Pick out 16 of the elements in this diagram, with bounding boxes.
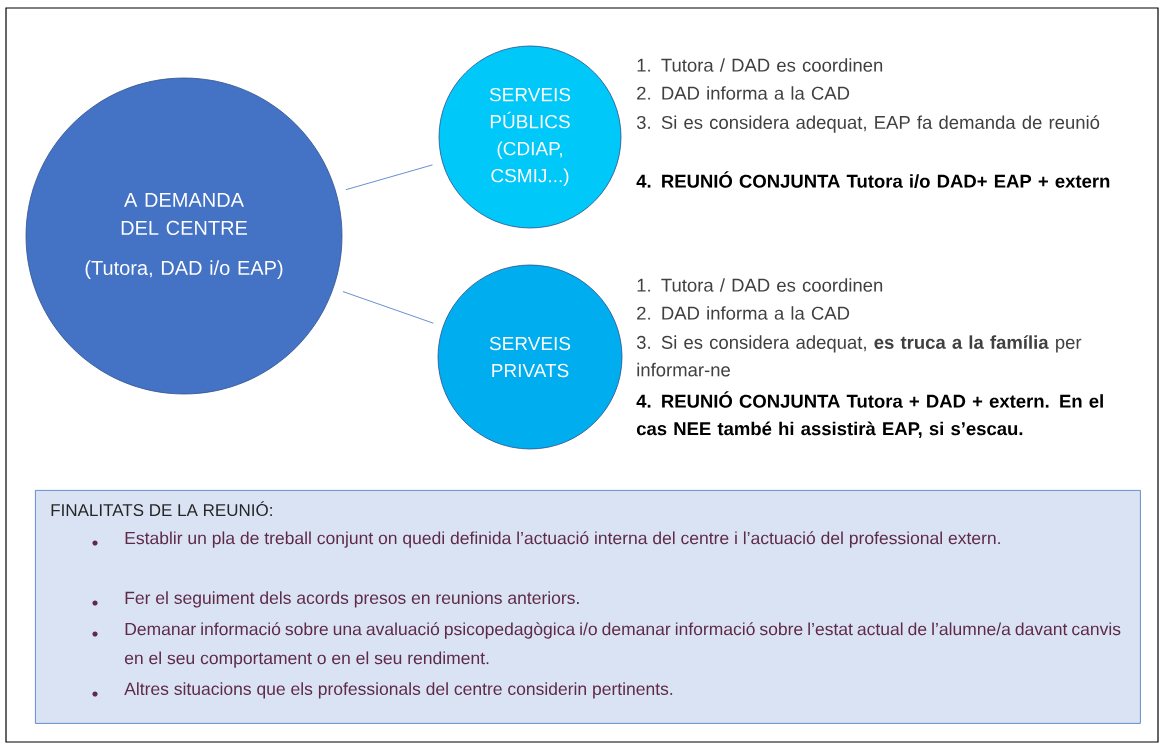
connector-line: [342, 291, 434, 324]
bullet-item: Demanar informació sobre una avaluació psicopedagògica i/o demanar informació sobre l’estat actual de l’alumne/a davant canvis en el seu comportament o en el seu rendiment.: [92, 622, 1121, 668]
numbered-step: 2. DAD informa a la CAD: [637, 306, 850, 320]
numbered-step: 3. Si es considera adequat, es truca a la família per informar-ne: [636, 335, 1082, 377]
numbered-step: 4. REUNIÓ CONJUNTA Tutora i/o DAD+ EAP + extern: [636, 171, 1110, 188]
bullet-item: Fer el seguiment dels acords presos en reunions anteriors.: [92, 591, 579, 608]
info-box: [35, 490, 1141, 724]
connector-line: [345, 164, 433, 191]
bullet-item: Establir un pla de treball conjunt on quedi definida l’actuació interna del centre i l’actuació del professional extern.: [92, 531, 1000, 548]
numbered-step: 4. REUNIÓ CONJUNTA Tutora + DAD + extern. En el cas NEE també hi assistirà EAP, si s’escau.: [636, 391, 1103, 438]
numbered-step: 2. DAD informa a la CAD: [637, 86, 850, 100]
numbered-step: 3. Si es considera adequat, EAP fa demanda de reunió: [636, 115, 1100, 133]
numbered-step: 1. Tutora / DAD es coordinen: [637, 278, 883, 292]
bullet-item: Altres situacions que els professionals del centre considerin pertinents.: [92, 682, 673, 699]
box-heading: FINALITATS DE LA REUNIÓ:: [51, 501, 272, 517]
numbered-step: 1. Tutora / DAD es coordinen: [637, 58, 883, 72]
